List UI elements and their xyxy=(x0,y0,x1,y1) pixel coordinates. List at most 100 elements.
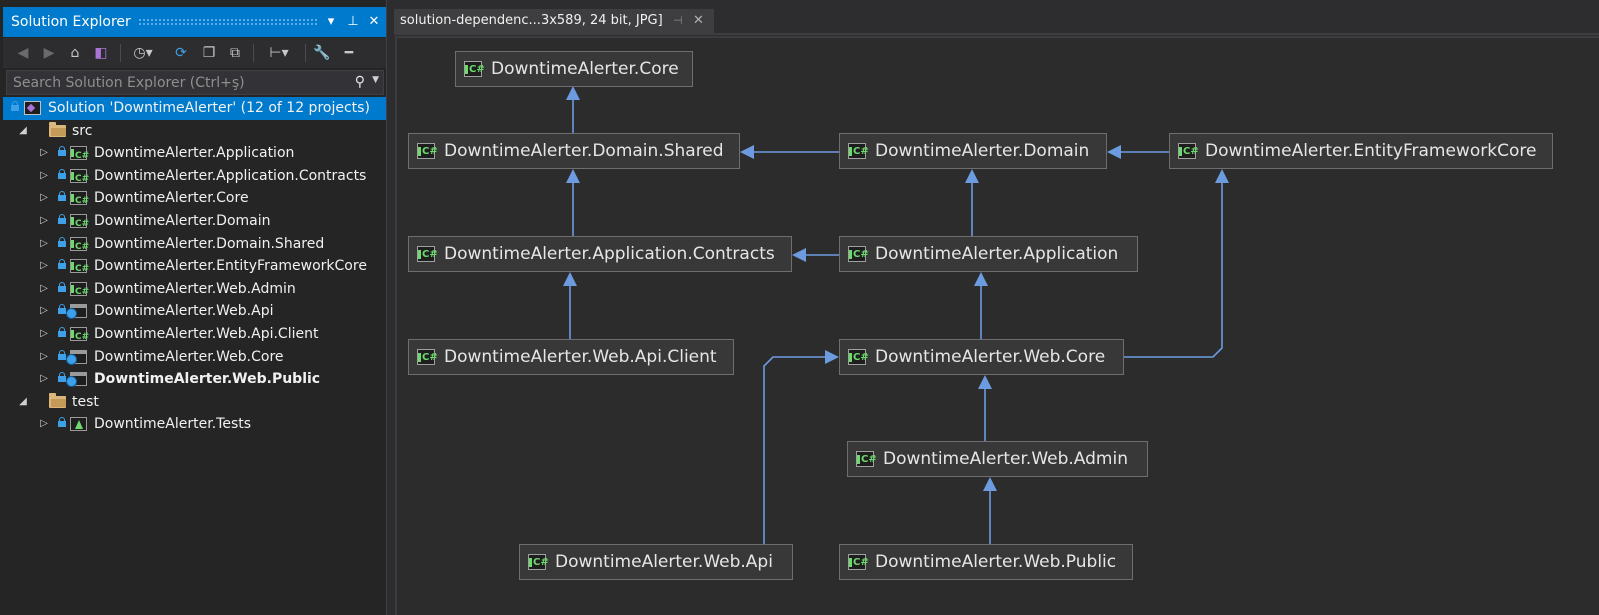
sync-refresh-icon[interactable]: ⟳ xyxy=(175,45,187,61)
tree-item-label: DowntimeAlerter.Web.Api xyxy=(94,303,274,320)
diagram-node-web-admin: DowntimeAlerter.Web.Admin xyxy=(847,441,1148,477)
document-tab-title: solution-dependenc...3x589, 24 bit, JPG] xyxy=(400,13,663,28)
csharp-project-icon xyxy=(848,135,869,169)
expand-triangle-icon[interactable]: ▷ xyxy=(40,147,48,159)
lock-icon xyxy=(11,101,19,114)
lock-icon xyxy=(58,327,66,340)
solution-explorer-title-bar[interactable]: Solution Explorer ▾ ⊥ ✕ xyxy=(3,7,386,37)
switch-views-icon[interactable]: ◧ xyxy=(94,45,108,61)
tree-item-folder-src[interactable]: ◢ src xyxy=(3,120,386,143)
lock-icon xyxy=(58,372,66,385)
tree-item-project[interactable]: ▷ DowntimeAlerter.Application.Contracts xyxy=(3,165,386,190)
web-project-icon xyxy=(66,372,87,388)
tree-item-project[interactable]: ▷ DowntimeAlerter.Web.Admin xyxy=(3,278,386,303)
expand-triangle-icon[interactable]: ▷ xyxy=(40,350,48,362)
tree-item-project[interactable]: ▷ DowntimeAlerter.Web.Api xyxy=(3,300,386,323)
home-icon[interactable]: ⌂ xyxy=(70,45,80,61)
expand-triangle-icon[interactable]: ▷ xyxy=(40,373,48,385)
lock-icon xyxy=(58,236,66,250)
diagram-node-domain: DowntimeAlerter.Domain xyxy=(839,133,1107,169)
preview-hierarchy-icon[interactable]: ⊢▾ xyxy=(269,45,289,61)
tree-item-label: DowntimeAlerter.Core xyxy=(94,190,249,207)
diagram-node-application: DowntimeAlerter.Application xyxy=(839,236,1138,272)
folder-open-icon xyxy=(49,392,66,408)
tree-item-project[interactable]: ▷ DowntimeAlerter.Web.Api.Client xyxy=(3,323,386,348)
tree-item-project[interactable]: ▷ DowntimeAlerter.Web.Core xyxy=(3,346,386,369)
properties-wrench-icon[interactable]: 🔧 xyxy=(313,45,331,61)
expand-triangle-icon[interactable]: ▷ xyxy=(40,305,48,317)
csharp-project-icon xyxy=(70,168,89,190)
pin-icon[interactable]: ⊥ xyxy=(347,14,359,29)
pending-changes-filter-icon[interactable]: ◷▾ xyxy=(133,45,153,61)
csharp-project-icon xyxy=(70,213,89,235)
web-project-icon xyxy=(66,349,87,365)
tab-strip-divider xyxy=(394,33,1599,35)
tree-item-label: DowntimeAlerter.Tests xyxy=(94,416,252,433)
csharp-project-icon xyxy=(528,546,549,580)
expand-triangle-icon[interactable]: ▷ xyxy=(40,260,48,272)
lock-icon xyxy=(58,281,66,295)
expand-triangle-icon[interactable]: ▷ xyxy=(40,328,48,339)
expand-triangle-icon[interactable]: ▷ xyxy=(40,169,48,181)
tree-item-solution[interactable]: Solution 'DowntimeAlerter' (12 of 12 pro… xyxy=(3,97,386,120)
tree-item-project[interactable]: ▷ DowntimeAlerter.Application xyxy=(3,142,386,167)
node-label: DowntimeAlerter.Web.Admin xyxy=(883,449,1128,469)
show-all-files-icon[interactable]: ⧉ xyxy=(230,45,240,61)
tree-item-label: DowntimeAlerter.Web.Public xyxy=(94,371,321,388)
tree-item-project-startup[interactable]: ▷ DowntimeAlerter.Web.Public xyxy=(3,368,386,391)
tree-item-project[interactable]: ▷ DowntimeAlerter.Domain xyxy=(3,210,386,235)
lock-icon xyxy=(58,146,66,159)
toolbar-separator xyxy=(120,44,121,62)
csharp-project-icon xyxy=(417,238,438,272)
folder-open-icon xyxy=(49,121,66,137)
search-options-dropdown-icon[interactable]: ▼ xyxy=(372,75,379,85)
expand-triangle-icon[interactable]: ▷ xyxy=(40,237,48,249)
close-icon[interactable]: ✕ xyxy=(368,14,380,29)
csharp-project-icon xyxy=(70,145,89,167)
title-grip xyxy=(138,18,318,26)
node-label: DowntimeAlerter.Web.Public xyxy=(875,552,1117,572)
tree-item-label: DowntimeAlerter.Application xyxy=(94,145,295,162)
window-position-dropdown-icon[interactable]: ▾ xyxy=(327,14,335,29)
tree-item-project[interactable]: ▷ DowntimeAlerter.Tests xyxy=(3,413,386,436)
csharp-project-icon xyxy=(70,258,89,280)
csharp-project-icon xyxy=(417,341,438,375)
lock-icon xyxy=(58,417,66,430)
diagram-node-entityframeworkcore: DowntimeAlerter.EntityFrameworkCore xyxy=(1169,133,1553,169)
close-icon[interactable]: ✕ xyxy=(693,13,704,28)
diagram-node-core: DowntimeAlerter.Core xyxy=(455,51,693,87)
diagram-node-web-api: DowntimeAlerter.Web.Api xyxy=(519,544,793,580)
node-label: DowntimeAlerter.Domain.Shared xyxy=(444,141,724,161)
collapse-triangle-icon[interactable]: ◢ xyxy=(19,395,27,407)
search-icon[interactable]: ⚲ xyxy=(354,74,365,90)
search-input[interactable] xyxy=(13,72,343,93)
diagram-node-web-public: DowntimeAlerter.Web.Public xyxy=(839,544,1133,580)
collapse-all-icon[interactable]: ❐ xyxy=(202,45,216,61)
tree-item-label: DowntimeAlerter.Application.Contracts xyxy=(94,167,367,184)
tree-item-label: DowntimeAlerter.Web.Admin xyxy=(94,280,296,297)
collapse-triangle-icon[interactable]: ◢ xyxy=(19,124,27,136)
expand-triangle-icon[interactable]: ▷ xyxy=(40,215,48,226)
node-label: DowntimeAlerter.EntityFrameworkCore xyxy=(1205,141,1537,161)
tree-item-project[interactable]: ▷ DowntimeAlerter.Domain.Shared xyxy=(3,233,386,258)
tree-item-project[interactable]: ▷ DowntimeAlerter.EntityFrameworkCore xyxy=(3,255,386,280)
csharp-project-icon xyxy=(70,190,89,212)
expand-triangle-icon[interactable]: ▷ xyxy=(40,282,48,294)
csharp-project-icon xyxy=(464,53,485,87)
forward-arrow-icon[interactable]: ▶ xyxy=(43,45,55,61)
tree-item-label: DowntimeAlerter.EntityFrameworkCore xyxy=(94,258,367,275)
expand-triangle-icon[interactable]: ▷ xyxy=(40,192,48,204)
back-arrow-icon[interactable]: ◀ xyxy=(17,45,29,61)
image-viewer xyxy=(395,36,1599,615)
node-label: DowntimeAlerter.Web.Api.Client xyxy=(444,347,717,367)
document-tab[interactable]: solution-dependenc...3x589, 24 bit, JPG]… xyxy=(394,9,714,33)
minus-icon[interactable]: ━ xyxy=(344,45,354,61)
lock-icon xyxy=(58,214,66,227)
pin-icon[interactable]: ⊣ xyxy=(673,14,683,27)
csharp-project-icon xyxy=(856,443,877,477)
node-label: DowntimeAlerter.Web.Core xyxy=(875,347,1106,367)
solution-explorer-search[interactable]: ⚲ ▼ xyxy=(6,70,384,95)
tree-item-folder-test[interactable]: ◢ test xyxy=(3,391,386,414)
expand-triangle-icon[interactable]: ▷ xyxy=(40,418,48,430)
tree-item-project[interactable]: ▷ DowntimeAlerter.Core xyxy=(3,187,386,212)
